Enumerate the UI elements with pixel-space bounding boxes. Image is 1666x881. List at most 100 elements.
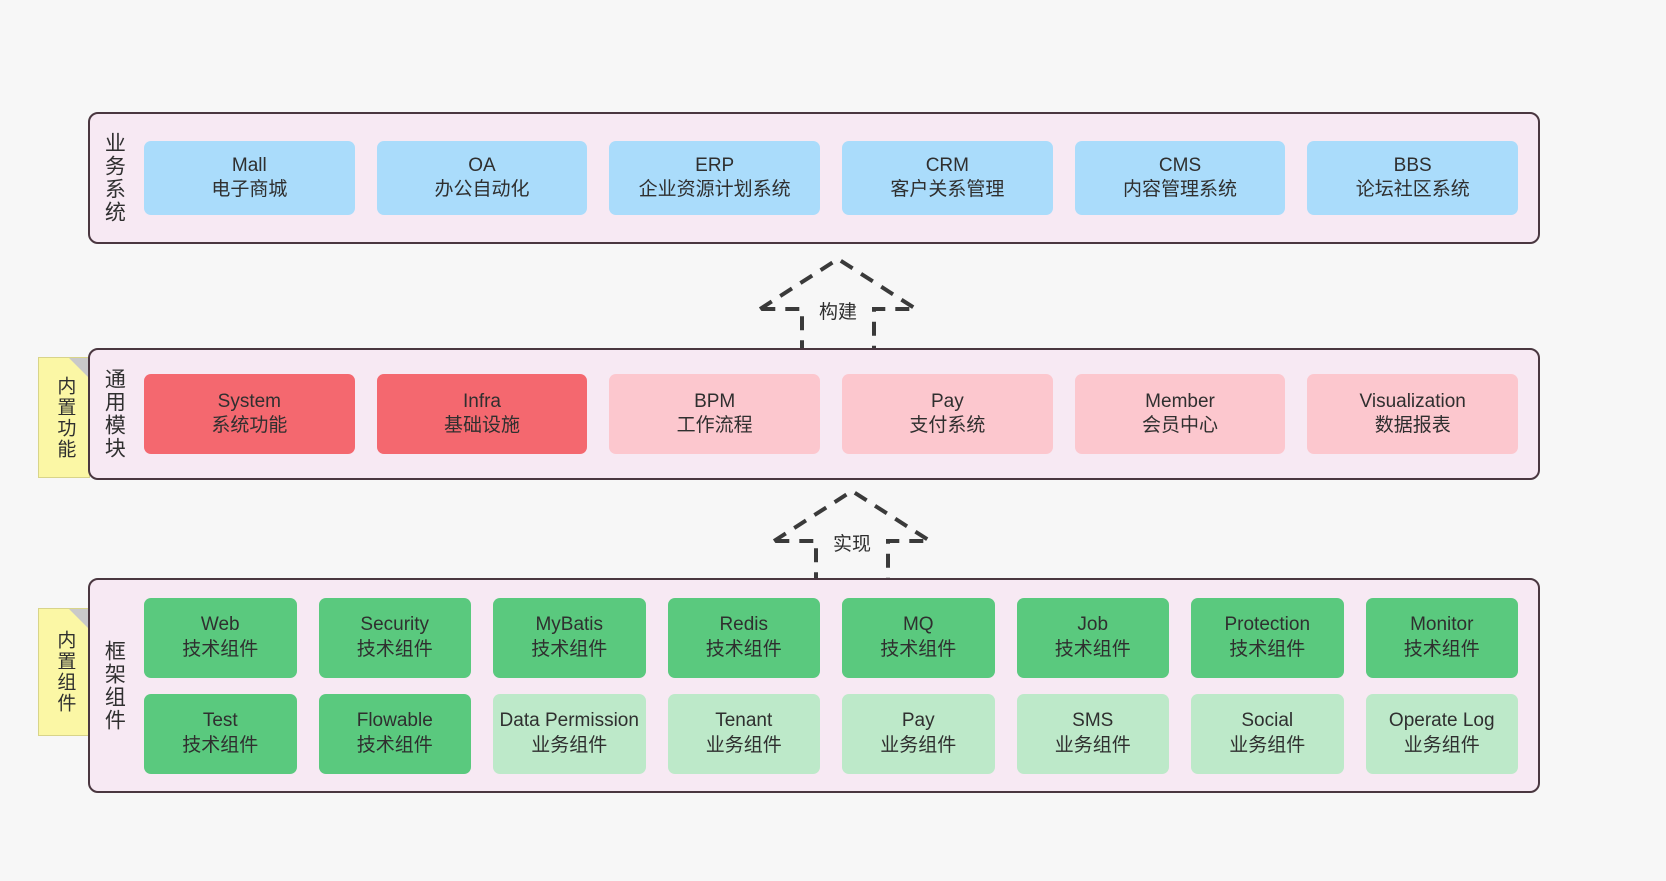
- component-box-infra[interactable]: Infra 基础设施: [376, 374, 588, 454]
- layer-modules-boxes: System 系统功能 Infra 基础设施 BPM 工作流程 Pay 支付系统…: [136, 350, 1538, 478]
- component-title-en: Social: [1241, 710, 1294, 732]
- component-title-en: Protection: [1224, 614, 1311, 636]
- component-box-flowable[interactable]: Flowable 技术组件: [318, 693, 471, 774]
- component-title-en: CRM: [925, 154, 969, 176]
- component-title-cn: 客户关系管理: [890, 179, 1005, 200]
- component-title-en: Web: [200, 614, 240, 636]
- component-title-cn: 支付系统: [909, 415, 986, 436]
- component-box-mall[interactable]: Mall 电子商城: [144, 141, 355, 215]
- component-box-bpm[interactable]: BPM 工作流程: [609, 374, 821, 454]
- arrow-label-build: 构建: [818, 302, 857, 323]
- arrow-shape: [772, 489, 932, 584]
- component-box-visualization[interactable]: Visualization 数据报表: [1307, 374, 1519, 454]
- component-title-cn: 技术组件: [1403, 638, 1480, 660]
- component-box-web[interactable]: Web 技术组件: [144, 597, 297, 678]
- component-title-en: CMS: [1158, 154, 1202, 176]
- component-title-en: OA: [468, 154, 496, 176]
- component-title-en: Mall: [231, 154, 267, 176]
- component-title-en: Visualization: [1359, 390, 1466, 412]
- component-title-cn: 论坛社区系统: [1355, 179, 1470, 200]
- component-title-en: Redis: [719, 614, 769, 636]
- component-box-system[interactable]: System 系统功能: [144, 374, 355, 454]
- component-box-member[interactable]: Member 会员中心: [1074, 374, 1286, 454]
- component-title-en: Infra: [462, 390, 502, 412]
- component-title-cn: 技术组件: [1229, 638, 1306, 660]
- component-box-mq[interactable]: MQ 技术组件: [842, 597, 995, 678]
- component-title-en: SMS: [1072, 710, 1114, 732]
- component-title-cn: 基础设施: [444, 415, 521, 436]
- component-title-cn: 技术组件: [356, 638, 433, 660]
- component-title-en: MyBatis: [535, 614, 604, 636]
- box-row: Test 技术组件 Flowable 技术组件 Data Permission …: [144, 693, 1518, 774]
- component-box-mybatis[interactable]: MyBatis 技术组件: [493, 597, 646, 678]
- component-title-cn: 系统功能: [211, 415, 288, 436]
- component-box-cms[interactable]: CMS 内容管理系统: [1074, 141, 1286, 215]
- component-title-en: Security: [360, 614, 430, 636]
- component-title-cn: 数据报表: [1374, 415, 1451, 436]
- component-box-test[interactable]: Test 技术组件: [144, 693, 297, 774]
- sticky-note-builtin-function: 内置功能: [38, 357, 90, 478]
- component-title-cn: 业务组件: [1229, 734, 1306, 756]
- component-box-protection[interactable]: Protection 技术组件: [1191, 597, 1344, 678]
- component-title-cn: 技术组件: [182, 638, 259, 660]
- component-title-cn: 会员中心: [1142, 415, 1219, 436]
- sticky-note-builtin-component: 内置组件: [38, 608, 90, 736]
- layer-title-modules: 通用模块: [102, 368, 126, 460]
- arrow-build: 构建: [758, 257, 918, 352]
- component-title-en: System: [217, 390, 282, 412]
- component-box-sms[interactable]: SMS 业务组件: [1016, 693, 1169, 774]
- component-title-cn: 业务组件: [1054, 734, 1131, 756]
- component-box-erp[interactable]: ERP 企业资源计划系统: [609, 141, 821, 215]
- layer-framework-boxes: Web 技术组件 Security 技术组件 MyBatis 技术组件 Redi…: [136, 580, 1538, 791]
- component-box-redis[interactable]: Redis 技术组件: [667, 597, 820, 678]
- component-title-cn: 技术组件: [1054, 638, 1131, 660]
- layer-common-modules: 通用模块 System 系统功能 Infra 基础设施 BPM 工作流程 Pay…: [88, 348, 1540, 480]
- component-box-oa[interactable]: OA 办公自动化: [376, 141, 588, 215]
- layer-business-system: 业务系统 Mall 电子商城 OA 办公自动化 ERP 企业资源计划系统 CRM…: [88, 112, 1540, 244]
- component-title-cn: 技术组件: [705, 638, 782, 660]
- component-title-en: Job: [1077, 614, 1109, 636]
- arrow-shape: [758, 257, 918, 352]
- component-title-cn: 技术组件: [182, 734, 259, 756]
- component-title-cn: 企业资源计划系统: [638, 179, 791, 200]
- component-box-crm[interactable]: CRM 客户关系管理: [842, 141, 1053, 215]
- component-box-data-permission[interactable]: Data Permission 业务组件: [493, 693, 646, 774]
- component-title-en: Tenant: [715, 710, 773, 732]
- component-box-tenant[interactable]: Tenant 业务组件: [667, 693, 820, 774]
- component-title-cn: 业务组件: [705, 734, 782, 756]
- arrow-label-implement: 实现: [832, 534, 871, 555]
- component-title-cn: 技术组件: [356, 734, 433, 756]
- component-box-operate-log[interactable]: Operate Log 业务组件: [1365, 693, 1518, 774]
- component-title-en: Pay: [901, 710, 935, 732]
- component-title-en: Test: [202, 710, 238, 732]
- component-title-cn: 业务组件: [531, 734, 608, 756]
- component-title-en: BPM: [694, 390, 736, 412]
- component-title-en: BBS: [1393, 154, 1432, 176]
- component-box-pay-business[interactable]: Pay 业务组件: [842, 693, 995, 774]
- component-title-cn: 办公自动化: [434, 179, 530, 200]
- component-box-pay[interactable]: Pay 支付系统: [842, 374, 1053, 454]
- component-title-en: MQ: [902, 614, 934, 636]
- component-title-en: ERP: [695, 154, 735, 176]
- component-box-monitor[interactable]: Monitor 技术组件: [1365, 597, 1518, 678]
- component-box-job[interactable]: Job 技术组件: [1016, 597, 1169, 678]
- layer-title-business: 业务系统: [102, 132, 126, 224]
- component-title-cn: 业务组件: [880, 734, 957, 756]
- component-title-cn: 工作流程: [676, 415, 753, 436]
- component-box-security[interactable]: Security 技术组件: [318, 597, 471, 678]
- layer-framework-components: 框架组件 Web 技术组件 Security 技术组件 MyBatis 技术组件…: [88, 578, 1540, 793]
- arrow-implement: 实现: [772, 489, 932, 584]
- component-title-en: Pay: [930, 390, 964, 412]
- component-title-cn: 技术组件: [880, 638, 957, 660]
- component-box-social[interactable]: Social 业务组件: [1191, 693, 1344, 774]
- component-title-en: Data Permission: [499, 710, 639, 732]
- component-box-bbs[interactable]: BBS 论坛社区系统: [1307, 141, 1519, 215]
- box-row: System 系统功能 Infra 基础设施 BPM 工作流程 Pay 支付系统…: [144, 374, 1519, 454]
- layer-business-boxes: Mall 电子商城 OA 办公自动化 ERP 企业资源计划系统 CRM 客户关系…: [136, 114, 1538, 242]
- component-title-en: Flowable: [356, 710, 433, 732]
- component-title-cn: 业务组件: [1403, 734, 1480, 756]
- box-row: Mall 电子商城 OA 办公自动化 ERP 企业资源计划系统 CRM 客户关系…: [144, 141, 1519, 215]
- component-title-en: Operate Log: [1388, 710, 1495, 732]
- layer-title-framework: 框架组件: [102, 639, 126, 732]
